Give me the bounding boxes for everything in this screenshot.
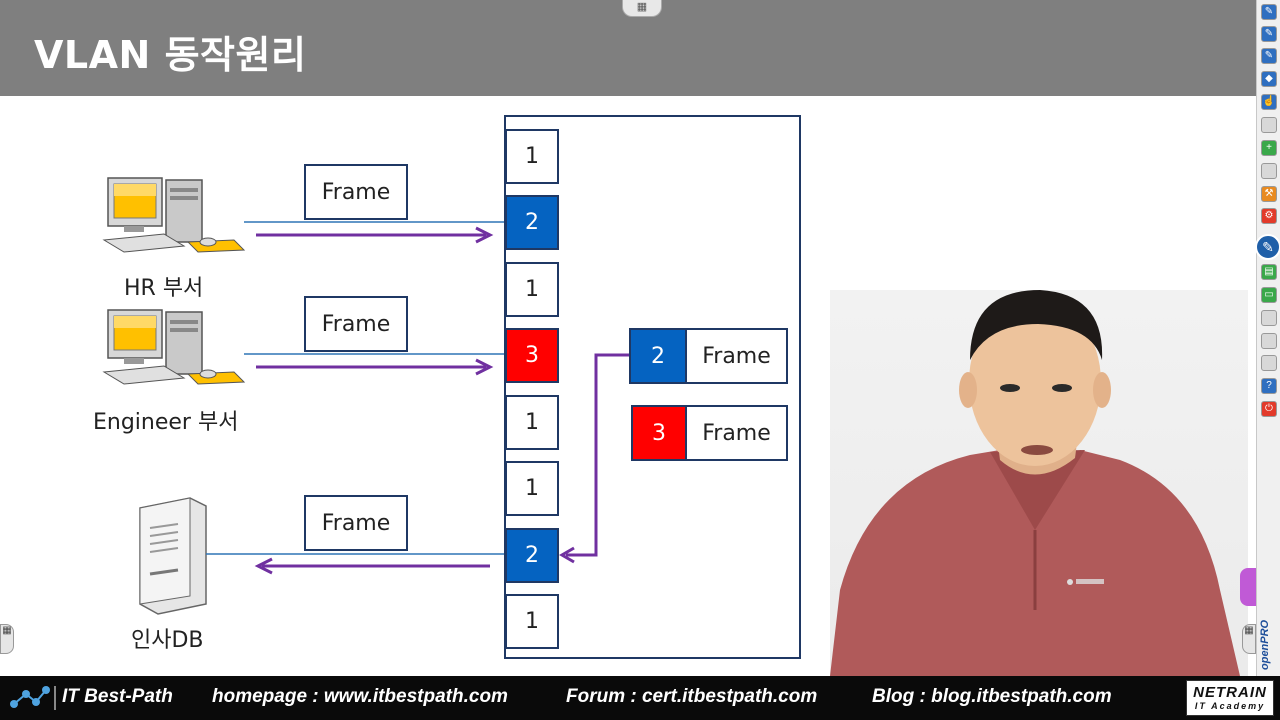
power-icon[interactable]: ⏻ bbox=[1261, 401, 1277, 417]
help-icon[interactable]: ? bbox=[1261, 378, 1277, 394]
wrench-icon[interactable]: ⚒ bbox=[1261, 186, 1277, 202]
db-label: 인사DB bbox=[131, 622, 204, 654]
switch-port-vlan2: 2 bbox=[505, 528, 559, 583]
frame-box-engineer: Frame bbox=[304, 296, 408, 352]
switch-port: 1 bbox=[505, 461, 559, 516]
engineer-computer-icon bbox=[104, 310, 244, 384]
engineer-label: Engineer 부서 bbox=[93, 404, 238, 436]
footer-blog-link[interactable]: Blog : blog.itbestpath.com bbox=[872, 686, 1112, 708]
page-title: VLAN 동작원리 bbox=[34, 24, 306, 79]
mail-icon[interactable] bbox=[1261, 333, 1277, 349]
netrain-logo: NETRAIN IT Academy bbox=[1186, 680, 1274, 716]
legend-vlan2-frame: Frame bbox=[685, 328, 788, 384]
server-icon bbox=[140, 498, 206, 614]
arrow-switch-to-db bbox=[258, 559, 490, 573]
purple-side-tab[interactable] bbox=[1240, 568, 1256, 606]
add-page-icon[interactable]: + bbox=[1261, 140, 1277, 156]
mail-icon[interactable] bbox=[1261, 310, 1277, 326]
pen-icon[interactable]: ✎ bbox=[1261, 4, 1277, 20]
footer-brand: IT Best-Path bbox=[62, 686, 173, 708]
logo-bottom-text: IT Academy bbox=[1187, 701, 1273, 711]
presenter-image bbox=[830, 290, 1248, 676]
switch-port-vlan2: 2 bbox=[505, 195, 559, 250]
logo-top-text: NETRAIN bbox=[1187, 684, 1273, 701]
brush-icon[interactable]: ✎ bbox=[1261, 26, 1277, 42]
switch-port: 1 bbox=[505, 395, 559, 450]
new-page-icon[interactable]: ▤ bbox=[1261, 264, 1277, 280]
footer-forum-link[interactable]: Forum : cert.itbestpath.com bbox=[566, 686, 817, 708]
right-grid-tab[interactable]: ▦ bbox=[1242, 624, 1256, 654]
frame-box-db: Frame bbox=[304, 495, 408, 551]
mail-icon[interactable] bbox=[1261, 355, 1277, 371]
folder-icon[interactable]: ▭ bbox=[1261, 287, 1277, 303]
marker-icon[interactable]: ✎ bbox=[1261, 48, 1277, 64]
blank-icon[interactable] bbox=[1261, 117, 1277, 133]
switch-port: 1 bbox=[505, 129, 559, 184]
gear-icon[interactable]: ⚙ bbox=[1261, 208, 1277, 224]
footer-homepage-link[interactable]: homepage : www.itbestpath.com bbox=[212, 686, 508, 708]
blank-icon[interactable] bbox=[1261, 163, 1277, 179]
switch-port: 1 bbox=[505, 594, 559, 649]
webcam-presenter-video bbox=[830, 290, 1248, 676]
switch-port-vlan3: 3 bbox=[505, 328, 559, 383]
edit-icon[interactable]: ✎ bbox=[1255, 234, 1280, 260]
arrow-engineer-to-switch bbox=[256, 360, 490, 374]
legend-vlan2-tag: 2 bbox=[629, 328, 687, 384]
brand-vertical-label: openPRO bbox=[1259, 600, 1279, 670]
arrow-hr-to-switch bbox=[256, 228, 490, 242]
footer-divider bbox=[54, 686, 56, 710]
hr-label: HR 부서 bbox=[124, 270, 203, 302]
legend-vlan3-tag: 3 bbox=[631, 405, 687, 461]
eraser-icon[interactable]: ◆ bbox=[1261, 71, 1277, 87]
annotation-toolbar: ✎ ✎ ✎ ◆ ☝ + ⚒ ⚙ ✎ ▤ ▭ ? ⏻ openPRO bbox=[1256, 0, 1280, 676]
arrow-forwarding-path bbox=[562, 355, 630, 562]
network-logo-icon bbox=[8, 684, 50, 714]
grid-toggle-icon[interactable]: ▦ bbox=[622, 0, 662, 17]
frame-box-hr: Frame bbox=[304, 164, 408, 220]
switch-port: 1 bbox=[505, 262, 559, 317]
hr-computer-icon bbox=[104, 178, 244, 252]
pointer-icon[interactable]: ☝ bbox=[1261, 94, 1277, 110]
legend-vlan3-frame: Frame bbox=[685, 405, 788, 461]
left-grid-tab[interactable]: ▦ bbox=[0, 624, 14, 654]
footer-bar: IT Best-Path homepage : www.itbestpath.c… bbox=[0, 676, 1280, 720]
